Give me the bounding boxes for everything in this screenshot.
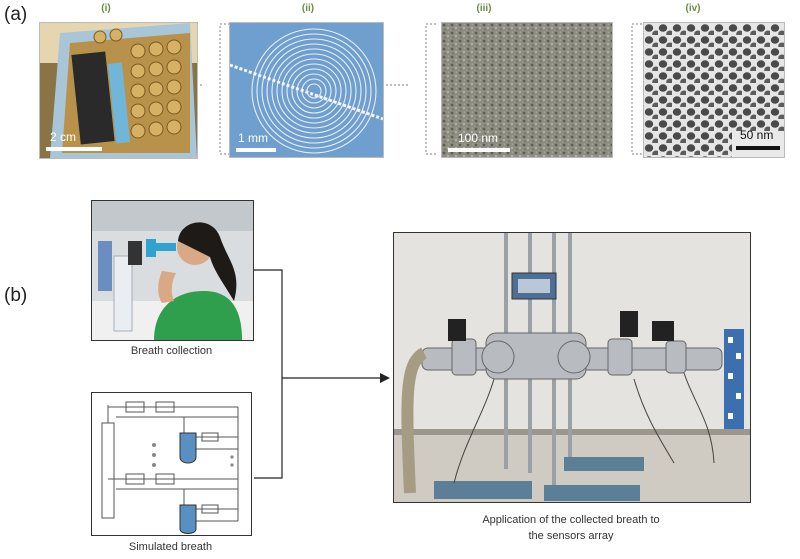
bracket-iii [425,23,436,155]
application-caption: Application of the collected breath to t… [393,512,749,544]
application-caption-line2: the sensors array [528,530,614,542]
breath-collection-photo [91,200,254,341]
sem-micrograph: 100 nm [441,22,613,158]
panel-b-label: (b) [4,285,28,306]
subpanel-ii-numeral: (ii) [301,3,315,14]
breath-collection-illustration [92,201,253,340]
subpanel-iii-numeral: (iii) [476,3,492,14]
simulated-breath-schematic [91,392,252,536]
breath-collection-caption: Breath collection [130,345,213,357]
flow-arrow-head [380,373,390,383]
scale-bar-iv [736,146,780,150]
gas-cylinder-icon [101,422,115,519]
application-caption-line1: Application of the collected breath to [482,514,660,526]
scale-label-i: 2 cm [50,130,77,144]
sensor-board-illustration [40,23,197,158]
scale-label-iv: 50 nm [740,128,774,142]
simulated-breath-circuit [101,401,239,534]
merge-bracket [254,269,283,479]
bracket-iv [631,23,642,155]
bracket-ii [219,23,230,155]
subpanel-i-numeral: (i) [101,3,111,14]
scale-label-iii: 100 nm [458,131,499,145]
simulated-breath-caption: Simulated breath [128,541,213,553]
sem-texture [442,23,612,157]
electrode-illustration [230,23,383,157]
sensor-array-apparatus-photo [393,232,751,503]
sensor-board-photo: 2 cm [39,22,198,159]
electrode-photo: 1 mm [229,22,384,158]
subpanel-iv-numeral: (iv) [685,3,701,14]
nanoparticle-pattern [644,23,784,157]
scale-bar-ii [236,148,276,152]
flow-connector [254,269,390,479]
scale-label-ii: 1 mm [238,131,268,145]
tem-nanoparticles: 50 nm [643,22,785,158]
scale-bar-i [46,147,102,151]
scale-bar-iii [448,148,510,152]
apparatus-illustration [394,233,750,502]
panel-a-label: (a) [4,4,28,25]
